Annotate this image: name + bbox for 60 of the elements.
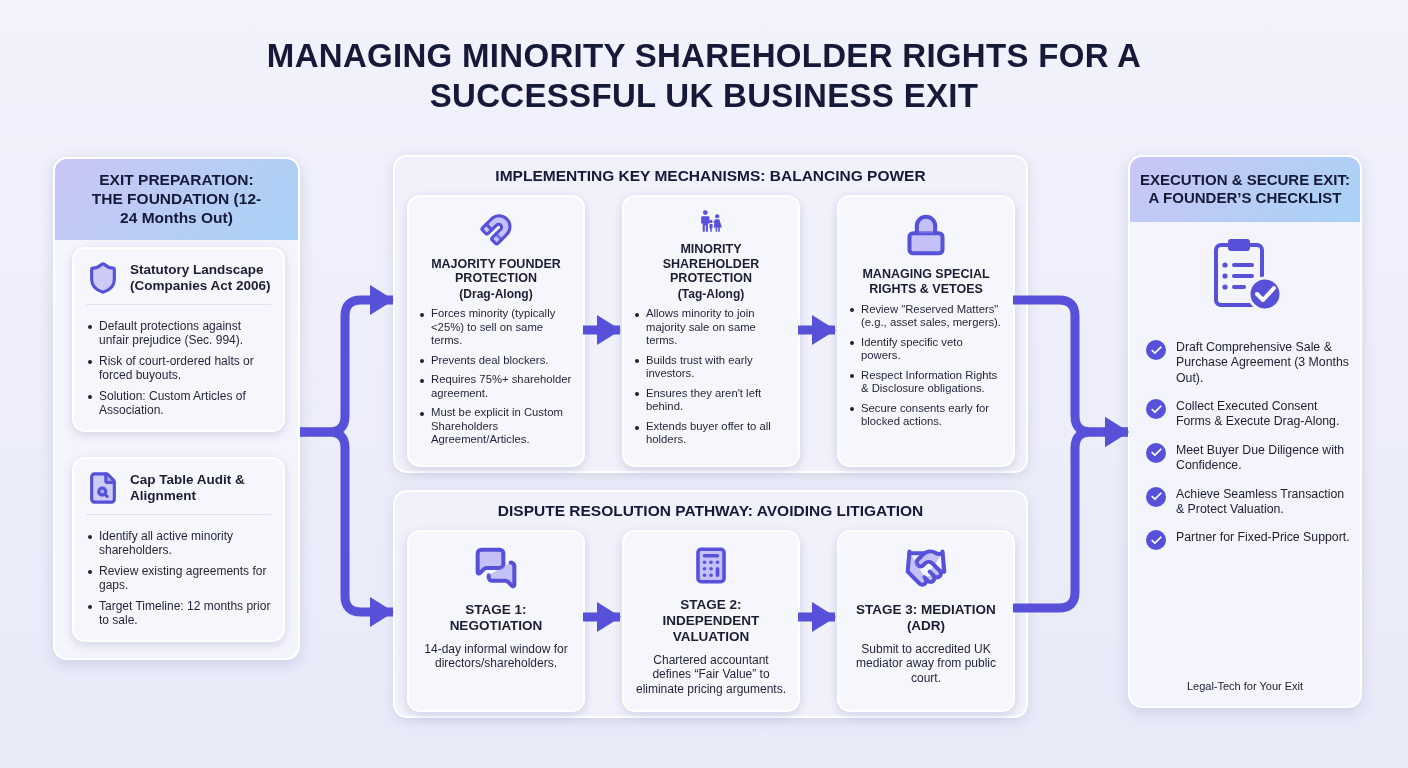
bullet-item: Prevents deal blockers. — [431, 353, 549, 368]
arrow — [798, 602, 836, 632]
card-heading: Cap Table Audit & Alignment — [130, 471, 246, 505]
card-subheading: (Tag-Along) — [677, 287, 745, 302]
stage-description: Submit to accredited UK mediator away from public court. — [854, 641, 998, 685]
card-heading: Statutory Landscape (Companies Act 2006) — [130, 261, 271, 295]
mechanism-card — [407, 195, 585, 467]
bullet-item: Builds trust with early investors. — [646, 353, 754, 381]
arrow — [300, 427, 394, 627]
mechanism-card — [622, 195, 800, 467]
card-heading: MAJORITY FOUNDER PROTECTION — [430, 256, 562, 287]
stage-description: 14-day informal window for directors/shareholders. — [423, 641, 569, 671]
checklist-item: Partner for Fixed-Price Support. — [1176, 530, 1350, 546]
section-panel — [393, 155, 1028, 473]
bullet-item: Forces minority (typically <25%) to sell on same terms. — [431, 307, 557, 348]
stage-heading: STAGE 3: MEDIATION (ADR) — [855, 602, 997, 634]
checklist-item: Draft Comprehensive Sale & Purchase Agreement (3 Months Out). — [1176, 340, 1350, 387]
info-card — [72, 247, 285, 432]
footer-note: Legal-Tech for Your Exit — [1185, 680, 1305, 692]
arrow — [583, 315, 621, 345]
bullet-item: Requires 75%+ shareholder agreement. — [431, 373, 573, 401]
panel-heading: DISPUTE RESOLUTION PATHWAY: AVOIDING LITIGATION — [496, 502, 925, 520]
section-panel — [53, 157, 300, 660]
checklist-panel — [1128, 155, 1362, 708]
panel-heading: IMPLEMENTING KEY MECHANISMS: BALANCING POWER — [494, 167, 927, 185]
stage-card — [837, 530, 1015, 712]
bullet-item: Identify all active minority shareholders. — [99, 529, 235, 558]
panel-heading: EXECUTION & SECURE EXIT: A FOUNDER’S CHECKLIST — [1130, 157, 1360, 222]
checklist-item: Collect Executed Consent Forms & Execute Drag-Along. — [1176, 399, 1341, 430]
stage-heading: STAGE 2: INDEPENDENT VALUATION — [661, 597, 761, 645]
checklist-item: Meet Buyer Due Diligence with Confidence. — [1176, 442, 1346, 474]
panel-heading: EXIT PREPARATION: THE FOUNDATION (12-24 Months Out) — [55, 159, 298, 240]
bullet-item: Review "Reserved Matters" (e.g., asset sales, mergers). — [861, 302, 1002, 330]
card-heading: MANAGING SPECIAL RIGHTS & VETOES — [861, 267, 991, 297]
bullet-item: Identify specific veto powers. — [861, 335, 964, 363]
card-subheading: (Drag-Along) — [459, 287, 533, 302]
bullet-item: Review existing agreements for gaps. — [99, 563, 268, 593]
bullet-item: Risk of court-ordered halts or forced buyouts. — [99, 353, 255, 383]
stage-description: Chartered accountant defines “Fair Value” to eliminate pricing arguments. — [634, 652, 788, 696]
arrow — [798, 315, 836, 345]
arrow — [1013, 417, 1129, 613]
bullet-item: Allows minority to join majority sale on same terms. — [646, 307, 757, 348]
checklist-item: Achieve Seamless Transaction & Protect Valuation. — [1176, 486, 1346, 518]
stage-card — [622, 530, 800, 712]
card-heading: MINORITY SHAREHOLDER PROTECTION — [661, 241, 761, 287]
info-card — [72, 457, 285, 642]
stage-card — [407, 530, 585, 712]
section-panel — [393, 490, 1028, 718]
bullet-item: Solution: Custom Articles of Association. — [99, 388, 247, 418]
bullet-item: Respect Information Rights & Disclosure obligations. — [861, 368, 999, 396]
bullet-item: Must be explicit in Custom Shareholders Agreement/Articles. — [431, 406, 564, 447]
mechanism-card — [837, 195, 1015, 467]
stage-heading: STAGE 1: NEGOTIATION — [448, 602, 544, 634]
diagram-title: MANAGING MINORITY SHAREHOLDER RIGHTS FOR A SUCCESSFUL UK BUSINESS EXIT — [265, 36, 1143, 116]
bullet-item: Extends buyer offer to all holders. — [646, 419, 772, 447]
bullet-item: Target Timeline: 12 months prior to sale. — [99, 598, 271, 628]
bullet-item: Ensures they aren't left behind. — [646, 386, 763, 414]
bullet-item: Default protections against unfair prejudice (Sec. 994). — [99, 319, 245, 348]
bullet-item: Secure consents early for blocked actions. — [861, 401, 991, 429]
arrow — [583, 602, 621, 632]
